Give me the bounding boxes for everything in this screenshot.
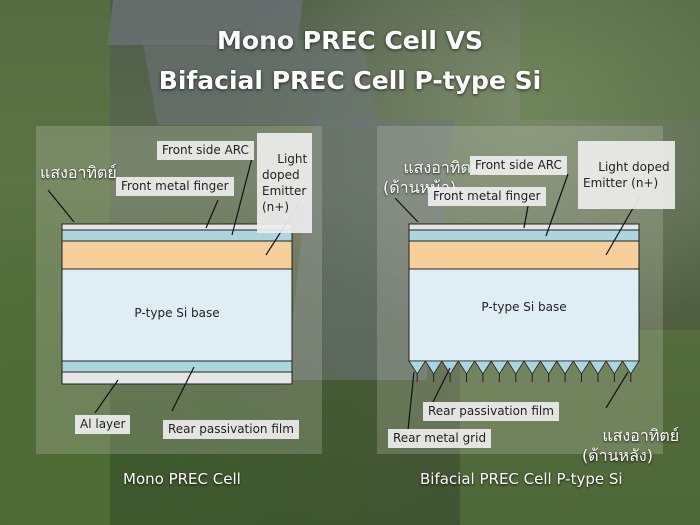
bifacial-emitter-label-text: Light doped Emitter (n+) [583,160,670,190]
mono-cell-stack: P-type Si base [47,157,301,414]
bifacial-sunlight-rear-text: แสงอาทิตย์ (ด้านหลัง) [582,426,680,465]
rear-grid-tooth [572,360,591,375]
rear-grid-tooth [457,360,476,375]
bifacial-front-metal-label: Front metal finger [428,187,546,206]
bifacial-cell-stack: P-type Si base [394,173,641,431]
mono-sunlight-leader [47,189,75,223]
bifacial-rear-passivation-label: Rear passivation film [423,402,559,421]
rear-grid-tooth [523,360,542,375]
mono-al-layer-label: Al layer [75,415,131,434]
background-lawn [520,0,700,120]
rear-grid-tooth [424,360,443,375]
bifacial-base-layer [408,268,640,362]
bifacial-sunlight-front-leader [394,197,419,223]
mono-front-arc-leader [231,157,253,236]
bifacial-sunlight-rear-label: แสงอาทิตย์ (ด้านหลัง) [582,406,679,486]
rear-grid-tooth [539,360,558,375]
mono-rear-passivation-label: Rear passivation film [163,420,299,439]
mono-al-layer [61,371,293,385]
mono-rear-passivation-layer [61,360,293,373]
bifacial-sunlight-front-text: แสงอาทิตย์ (ด้านหน้า) [383,158,481,197]
mono-front-arc-label: Front side ARC [157,141,254,160]
bifacial-rear-metal-grid [416,374,632,382]
mono-caption: Mono PREC Cell [123,470,241,488]
bifacial-sunlight-front-label: แสงอาทิตย์ (ด้านหน้า) [383,138,480,218]
bifacial-base-label: P-type Si base [481,300,566,314]
mono-front-metal-label: Front metal finger [116,177,234,196]
mono-emitter-label: Light doped Emitter (n+) [257,133,313,233]
bifacial-front-arc-layer [408,229,640,242]
bifacial-front-arc-leader [545,173,569,237]
mono-emitter-layer [61,240,293,270]
rear-grid-tooth [556,360,575,375]
mono-sunlight-label: แสงอาทิตย์ [40,163,117,182]
rear-grid-tooth [490,360,509,375]
mono-base-layer [61,268,293,362]
rear-grid-tooth [588,360,607,375]
bifacial-rear-passivation-leader [431,367,451,405]
rear-grid-tooth [473,360,492,375]
bifacial-sunlight-rear-leader [605,371,629,409]
rear-grid-tooth [408,360,427,375]
bifacial-rear-grid-teeth [408,360,640,375]
rear-grid-tooth [605,360,624,375]
mono-base-label: P-type Si base [134,306,219,320]
rear-grid-tooth [441,360,460,375]
title-line-2: Bifacial PREC Cell P-type Si [158,66,542,95]
mono-emitter-label-text: Light doped Emitter (n+) [262,152,308,214]
mono-front-metal-leader [205,199,219,229]
title-line-1: Mono PREC Cell VS [217,26,483,55]
bifacial-emitter-layer [408,240,640,270]
bifacial-caption: Bifacial PREC Cell P-type Si [420,470,623,488]
bifacial-rear-grid-label: Rear metal grid [388,429,492,448]
bifacial-front-arc-label: Front side ARC [470,156,567,175]
mono-al-layer-leader [94,379,119,414]
mono-rear-passivation-leader [171,366,195,412]
rear-grid-tooth [621,360,640,375]
bifacial-rear-grid-leader [407,371,415,431]
rear-grid-tooth [506,360,525,375]
bifacial-front-metal-leader [523,205,529,229]
bifacial-emitter-label: Light doped Emitter (n+) [578,141,675,209]
